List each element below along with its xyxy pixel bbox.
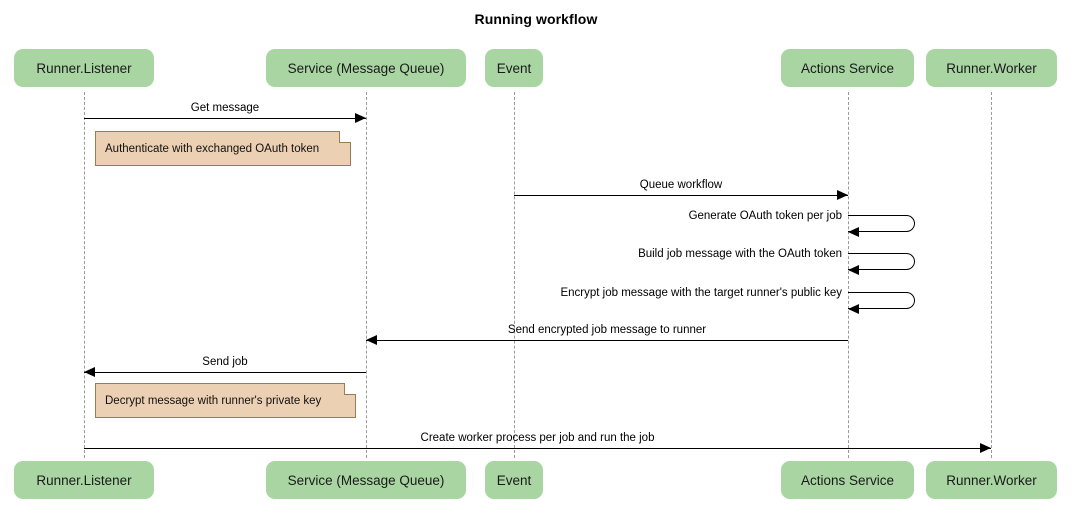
arrowhead-encrypt-job-message [848, 304, 859, 314]
lifeline-runner-worker [991, 92, 992, 458]
participant-event-bottom[interactable]: Event [485, 461, 543, 499]
arrowhead-queue-workflow [837, 190, 848, 200]
arrowhead-send-encrypted [366, 335, 377, 345]
page-title: Running workflow [474, 11, 598, 27]
selfloop-label-encrypt-job-message: Encrypt job message with the target runn… [560, 287, 842, 299]
message-line-get-message [84, 118, 366, 119]
message-line-send-job [84, 372, 366, 373]
note-decrypt: Decrypt message with runner's private ke… [95, 383, 356, 418]
arrowhead-create-worker [980, 443, 991, 453]
message-label-send-encrypted: Send encrypted job message to runner [507, 324, 707, 336]
arrowhead-generate-oauth-token [848, 227, 859, 237]
participant-event-top[interactable]: Event [485, 49, 543, 87]
message-label-get-message: Get message [190, 102, 260, 114]
note-fold-icon [339, 131, 351, 143]
selfloop-label-generate-oauth-token: Generate OAuth token per job [688, 210, 842, 222]
arrowhead-send-job [84, 367, 95, 377]
lifeline-actions-service [848, 92, 849, 458]
arrowhead-get-message [355, 113, 366, 123]
participant-runner-worker-bottom[interactable]: Runner.Worker [926, 461, 1057, 499]
lifeline-event [514, 92, 515, 458]
arrowhead-build-job-message [848, 265, 859, 275]
participant-actions-service-bottom[interactable]: Actions Service [781, 461, 914, 499]
selfloop-label-build-job-message: Build job message with the OAuth token [638, 248, 842, 260]
message-label-send-job: Send job [202, 356, 248, 368]
lifeline-service-message-queue [366, 92, 367, 458]
participant-runner-worker-top[interactable]: Runner.Worker [926, 49, 1057, 87]
participant-service-message-queue-top[interactable]: Service (Message Queue) [266, 49, 466, 87]
message-label-create-worker: Create worker process per job and run th… [420, 432, 655, 444]
selfloop-generate-oauth-token [848, 215, 915, 232]
message-line-create-worker [84, 448, 991, 449]
message-line-queue-workflow [514, 195, 848, 196]
lifeline-runner-listener [84, 92, 85, 458]
note-authenticate-text: Authenticate with exchanged OAuth token [105, 142, 320, 155]
participant-actions-service-top[interactable]: Actions Service [781, 49, 914, 87]
message-label-queue-workflow: Queue workflow [639, 179, 723, 191]
participant-runner-listener-top[interactable]: Runner.Listener [14, 49, 154, 87]
note-decrypt-text: Decrypt message with runner's private ke… [105, 394, 322, 407]
selfloop-encrypt-job-message [848, 292, 915, 309]
selfloop-build-job-message [848, 253, 915, 270]
participant-service-message-queue-bottom[interactable]: Service (Message Queue) [266, 461, 466, 499]
note-authenticate: Authenticate with exchanged OAuth token [95, 131, 351, 166]
participant-runner-listener-bottom[interactable]: Runner.Listener [14, 461, 154, 499]
message-line-send-encrypted [366, 340, 848, 341]
note-fold-icon [344, 383, 356, 395]
